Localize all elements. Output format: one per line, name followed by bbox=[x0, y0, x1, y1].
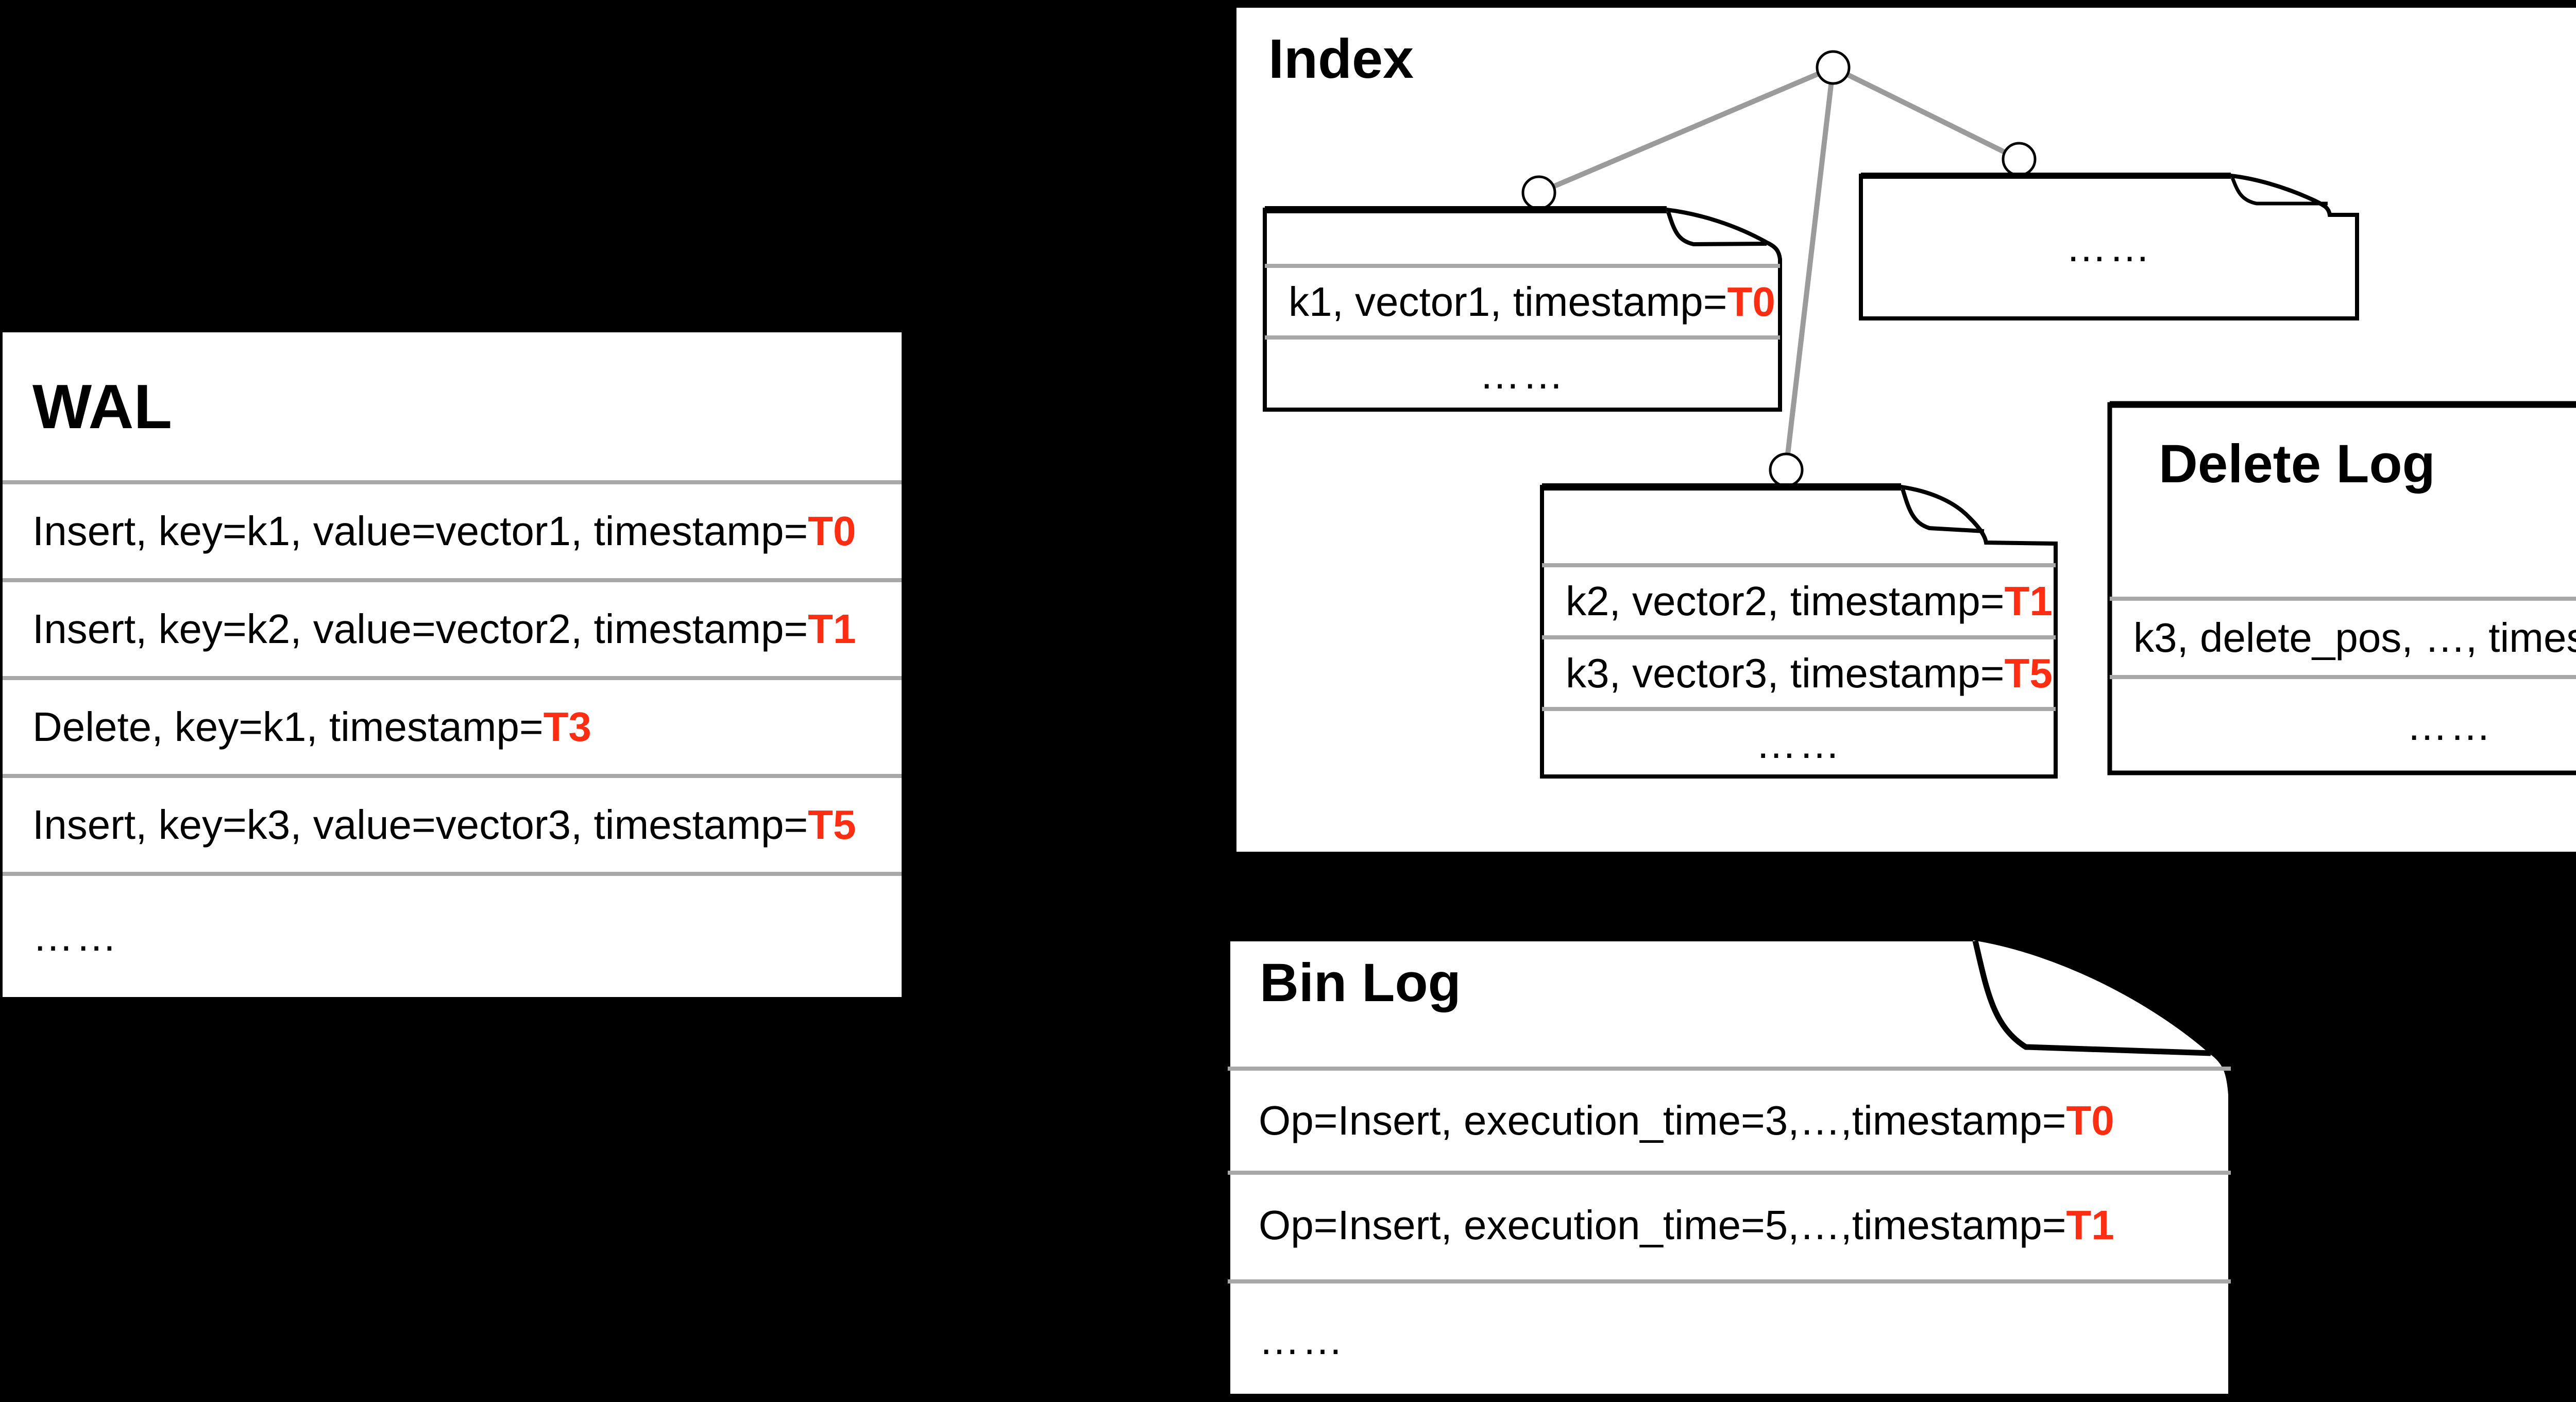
divider bbox=[1265, 335, 1780, 340]
wal-row-text: Insert, key=k3, value=vector3, timestamp… bbox=[32, 802, 808, 848]
timestamp-value: T0 bbox=[2066, 1097, 2114, 1143]
index-tree bbox=[1521, 50, 2037, 487]
log-row: Op=Insert, execution_time=3,…,timestamp=… bbox=[1259, 1097, 2114, 1143]
tree-edge bbox=[1832, 65, 2021, 162]
divider bbox=[1228, 1171, 2231, 1175]
log-row: Op=Insert, execution_time=5,…,timestamp=… bbox=[1259, 1202, 2114, 1248]
divider bbox=[3, 578, 902, 582]
log-row-ellipsis: …… bbox=[2406, 703, 2493, 749]
index-segment-more: …… bbox=[1859, 173, 2359, 320]
tree-node-right bbox=[2002, 142, 2037, 177]
document-shape bbox=[1859, 173, 2359, 320]
segment-row: k3, vector3, timestamp=T5 bbox=[1566, 650, 2053, 696]
tree-edge bbox=[1538, 65, 1834, 195]
divider bbox=[1265, 264, 1780, 268]
delete-log-title: Delete Log bbox=[2159, 434, 2435, 494]
divider bbox=[3, 480, 902, 484]
wal-row: Insert, key=k1, value=vector1, timestamp… bbox=[3, 484, 902, 578]
tree-edge bbox=[1784, 67, 1836, 468]
timestamp-value: T1 bbox=[808, 606, 856, 652]
divider bbox=[1542, 707, 2056, 711]
timestamp-value: T5 bbox=[2004, 650, 2053, 696]
segment-row-ellipsis: …… bbox=[2065, 224, 2153, 270]
divider bbox=[1228, 1067, 2231, 1071]
wal-title: WAL bbox=[32, 371, 173, 442]
tree-node-left bbox=[1521, 175, 1556, 210]
timestamp-value: T5 bbox=[808, 802, 856, 848]
divider bbox=[2110, 675, 2576, 679]
segment-row: k1, vector1, timestamp=T0 bbox=[1289, 278, 1775, 325]
divider bbox=[2110, 597, 2576, 601]
divider bbox=[3, 676, 902, 680]
tree-node-middle bbox=[1769, 452, 1804, 487]
delete-log: Delete Log k3, delete_pos, …, timestamp=… bbox=[2107, 401, 2576, 775]
bin-log: Bin Log Op=Insert, execution_time=3,…,ti… bbox=[1225, 934, 2233, 1399]
timestamp-value: T0 bbox=[808, 508, 856, 554]
wal-row-ellipsis: …… bbox=[32, 913, 119, 959]
timestamp-value: T3 bbox=[543, 704, 591, 750]
divider bbox=[3, 872, 902, 876]
document-shape bbox=[1263, 206, 1782, 412]
timestamp-value: T0 bbox=[1727, 278, 1775, 325]
divider bbox=[1542, 635, 2056, 639]
log-row: k3, delete_pos, …, timestamp=T3 bbox=[2133, 615, 2576, 661]
segment-row-ellipsis: …… bbox=[1755, 720, 1842, 767]
log-row-ellipsis: …… bbox=[1259, 1316, 1345, 1363]
wal-row-text: Delete, key=k1, timestamp= bbox=[32, 704, 544, 750]
document-shape bbox=[2107, 401, 2576, 775]
wal-box: WAL Insert, key=k1, value=vector1, times… bbox=[3, 332, 902, 997]
divider bbox=[1542, 563, 2056, 567]
divider bbox=[3, 774, 902, 778]
wal-row: Insert, key=k2, value=vector2, timestamp… bbox=[3, 582, 902, 676]
timestamp-value: T1 bbox=[2066, 1202, 2114, 1248]
bin-log-title: Bin Log bbox=[1260, 953, 1461, 1013]
wal-row-text: Insert, key=k2, value=vector2, timestamp… bbox=[32, 606, 808, 652]
wal-row: Insert, key=k3, value=vector3, timestamp… bbox=[3, 778, 902, 872]
timestamp-value: T1 bbox=[2004, 578, 2053, 624]
index-segment-k1: k1, vector1, timestamp=T0 …… bbox=[1263, 206, 1782, 412]
divider bbox=[1228, 1279, 2231, 1283]
index-segment-k2k3: k2, vector2, timestamp=T1 k3, vector3, t… bbox=[1540, 483, 2058, 779]
index-panel: Index k1, vector1, timestamp=T0 bbox=[1234, 5, 2576, 854]
wal-row: Delete, key=k1, timestamp=T3 bbox=[3, 680, 902, 774]
document-shape bbox=[1540, 483, 2058, 779]
wal-row-text: Insert, key=k1, value=vector1, timestamp… bbox=[32, 508, 808, 554]
tree-node-root bbox=[1816, 50, 1851, 85]
segment-row-ellipsis: …… bbox=[1479, 351, 1566, 397]
index-title: Index bbox=[1268, 27, 1414, 90]
segment-row: k2, vector2, timestamp=T1 bbox=[1566, 578, 2053, 624]
